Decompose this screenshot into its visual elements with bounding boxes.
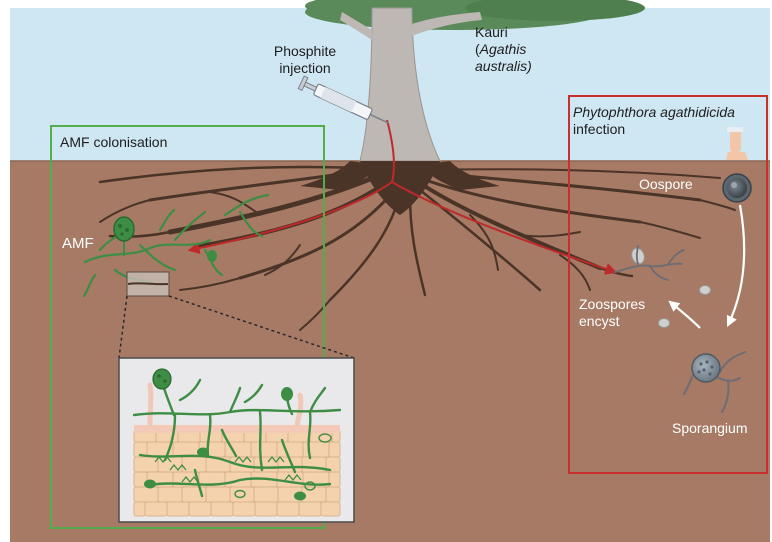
root-cell bbox=[321, 502, 340, 516]
root-cell bbox=[189, 502, 211, 516]
phosphite-label: Phosphite injection bbox=[260, 43, 350, 77]
phosphite-line1: Phosphite bbox=[260, 43, 350, 60]
root-cell bbox=[326, 487, 340, 502]
tree-species-genus: Agathis bbox=[480, 41, 527, 57]
zoospores-line1: Zoospores bbox=[579, 296, 645, 313]
root-cell bbox=[158, 487, 182, 502]
phosphite-line2: injection bbox=[260, 60, 350, 77]
sporangium-label: Sporangium bbox=[672, 420, 748, 437]
root-cell bbox=[255, 502, 277, 516]
root-cell bbox=[230, 487, 254, 502]
root-cell bbox=[134, 487, 158, 502]
amf-box-title: AMF colonisation bbox=[60, 134, 167, 151]
amf-spore-icon bbox=[207, 250, 217, 262]
root-cell bbox=[211, 502, 233, 516]
infection-word-label: infection bbox=[573, 121, 625, 138]
tree-species-label: (Agathis bbox=[475, 41, 526, 58]
root-cell bbox=[167, 502, 189, 516]
root-cell bbox=[233, 502, 255, 516]
zoospores-line2: encyst bbox=[579, 313, 645, 330]
oospore-icon bbox=[723, 174, 751, 202]
root-cortex-inset bbox=[119, 358, 354, 522]
root-cell bbox=[329, 442, 340, 457]
root-cell bbox=[206, 487, 230, 502]
root-cell bbox=[134, 502, 145, 516]
oospore-label: Oospore bbox=[639, 176, 693, 193]
root-cell bbox=[251, 442, 277, 457]
root-cell bbox=[299, 502, 321, 516]
root-cell bbox=[277, 442, 303, 457]
root-cell bbox=[134, 457, 158, 472]
zoospores-label: Zoospores encyst bbox=[579, 296, 645, 330]
root-cell bbox=[145, 502, 167, 516]
amf-label: AMF bbox=[62, 235, 94, 252]
tree-species-epithet: australis) bbox=[475, 58, 532, 75]
root-cell bbox=[254, 487, 278, 502]
tree-name-label: Kauri bbox=[475, 24, 508, 41]
root-cell bbox=[277, 502, 299, 516]
root-cell bbox=[303, 442, 329, 457]
infection-species-label: Phytophthora agathidicida bbox=[573, 104, 735, 121]
